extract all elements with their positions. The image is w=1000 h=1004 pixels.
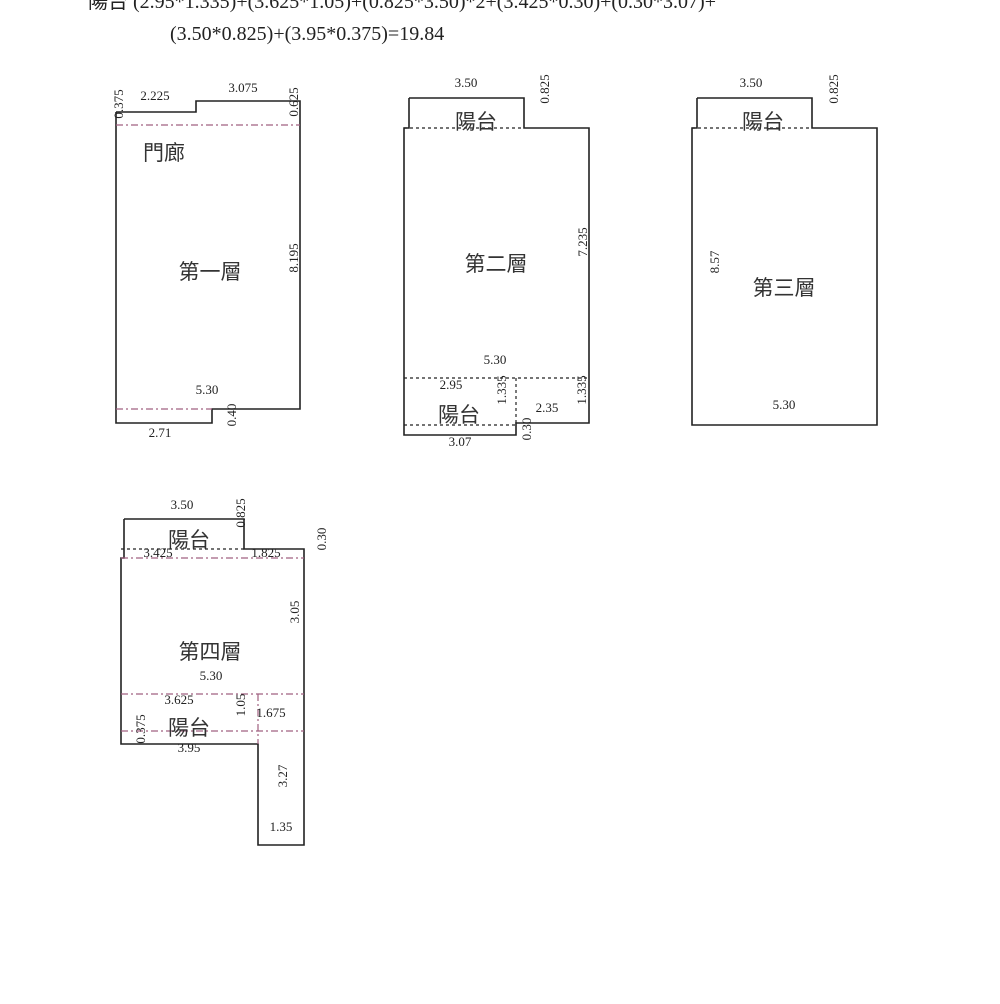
floor-1-dim-top-right: 3.075 <box>228 80 257 95</box>
floor-2-top-balcony-label: 陽台 <box>455 110 497 134</box>
floor-2-dim-top-depth: 0.825 <box>537 74 552 103</box>
floor-3-dim-top-depth: 0.825 <box>826 74 841 103</box>
floor-3-dim-top-width: 3.50 <box>740 75 763 90</box>
floor-3-dim-bottom-width: 5.30 <box>773 397 796 412</box>
floor-2-dim-balcony-depth: 1.335 <box>494 375 509 404</box>
floor-2-dim-bottom-step: 0.30 <box>519 418 534 441</box>
floor-1-dim-bottom-left: 2.71 <box>149 425 172 440</box>
floor-4-dim-top-right: 1.825 <box>251 545 280 560</box>
floor-3-balcony-label: 陽台 <box>742 110 784 134</box>
floor-1-dim-height: 8.195 <box>286 243 301 272</box>
floor-4-dim-right-step: 0.30 <box>314 528 329 551</box>
floor-1-dim-bottom-width: 5.30 <box>196 382 219 397</box>
floor-4-plan: 第四層 陽台 陽台 3.50 0.825 3.425 1.825 0.30 3.… <box>120 497 329 846</box>
floor-1-dim-right-small: 0.625 <box>286 87 301 116</box>
floor-2-plan: 第二層 陽台 陽台 3.50 0.825 7.235 5.30 2.95 1.3… <box>403 74 590 449</box>
floor-1-dim-left-small: 0.375 <box>111 89 126 118</box>
floor-4-dim-left-depth: 0.375 <box>133 714 148 743</box>
floor-2-dim-height: 7.235 <box>575 227 590 256</box>
floor-2-dim-width: 5.30 <box>484 352 507 367</box>
floor-3-room-label: 第三層 <box>753 276 816 300</box>
floor-4-dim-mid-depth: 1.05 <box>233 694 248 717</box>
area-formula-line2: (3.50*0.825)+(3.95*0.375)=19.84 <box>170 23 445 45</box>
floor-1-outline <box>115 100 301 424</box>
floor-4-dim-top-left: 3.425 <box>143 545 172 560</box>
floor-1-dim-top-left: 2.225 <box>140 88 169 103</box>
floor-2-dim-right-depth: 1.335 <box>574 375 589 404</box>
floor-4-dim-tail-width: 1.35 <box>270 819 293 834</box>
area-formula-line1: 陽台 (2.95*1.335)+(3.625*1.05)+(0.825*3.50… <box>88 0 716 13</box>
floor-1-plan: 第一層 門廊 2.225 3.075 0.375 0.625 8.195 5.3… <box>111 80 301 440</box>
floor-2-room-label: 第二層 <box>465 252 528 276</box>
floor-1-porch-label: 門廊 <box>143 141 185 165</box>
floor-3-dim-height: 8.57 <box>707 250 722 273</box>
floor-4-dim-height: 3.05 <box>287 601 302 624</box>
floor-4-dim-width: 5.30 <box>200 668 223 683</box>
floor-4-dim-tail-height: 3.27 <box>275 764 290 787</box>
floor-2-bottom-balcony-label: 陽台 <box>438 403 480 427</box>
floor-4-dim-bottom-width: 3.95 <box>178 740 201 755</box>
floor-4-room-label: 第四層 <box>179 640 242 664</box>
floor-4-dim-mid-right: 1.675 <box>256 705 285 720</box>
floor-1-dim-bottom-step: 0.40 <box>224 404 239 427</box>
floor-4-top-balcony-label: 陽台 <box>168 528 210 552</box>
floor-3-outline <box>691 97 878 426</box>
floor-2-dim-balcony-width: 2.95 <box>440 377 463 392</box>
floor-3-plan: 第三層 陽台 3.50 0.825 8.57 5.30 <box>691 74 878 426</box>
floor-4-dim-top-width: 3.50 <box>171 497 194 512</box>
floor-2-dim-bottom-width: 3.07 <box>449 434 472 449</box>
floor-2-dim-right-width: 2.35 <box>536 400 559 415</box>
floor-4-dim-mid-width: 3.625 <box>164 692 193 707</box>
floor-4-dim-top-depth: 0.825 <box>233 498 248 527</box>
floor-4-bottom-balcony-label: 陽台 <box>168 716 210 740</box>
floor-2-dim-top-width: 3.50 <box>455 75 478 90</box>
floor-1-room-label: 第一層 <box>179 260 242 284</box>
